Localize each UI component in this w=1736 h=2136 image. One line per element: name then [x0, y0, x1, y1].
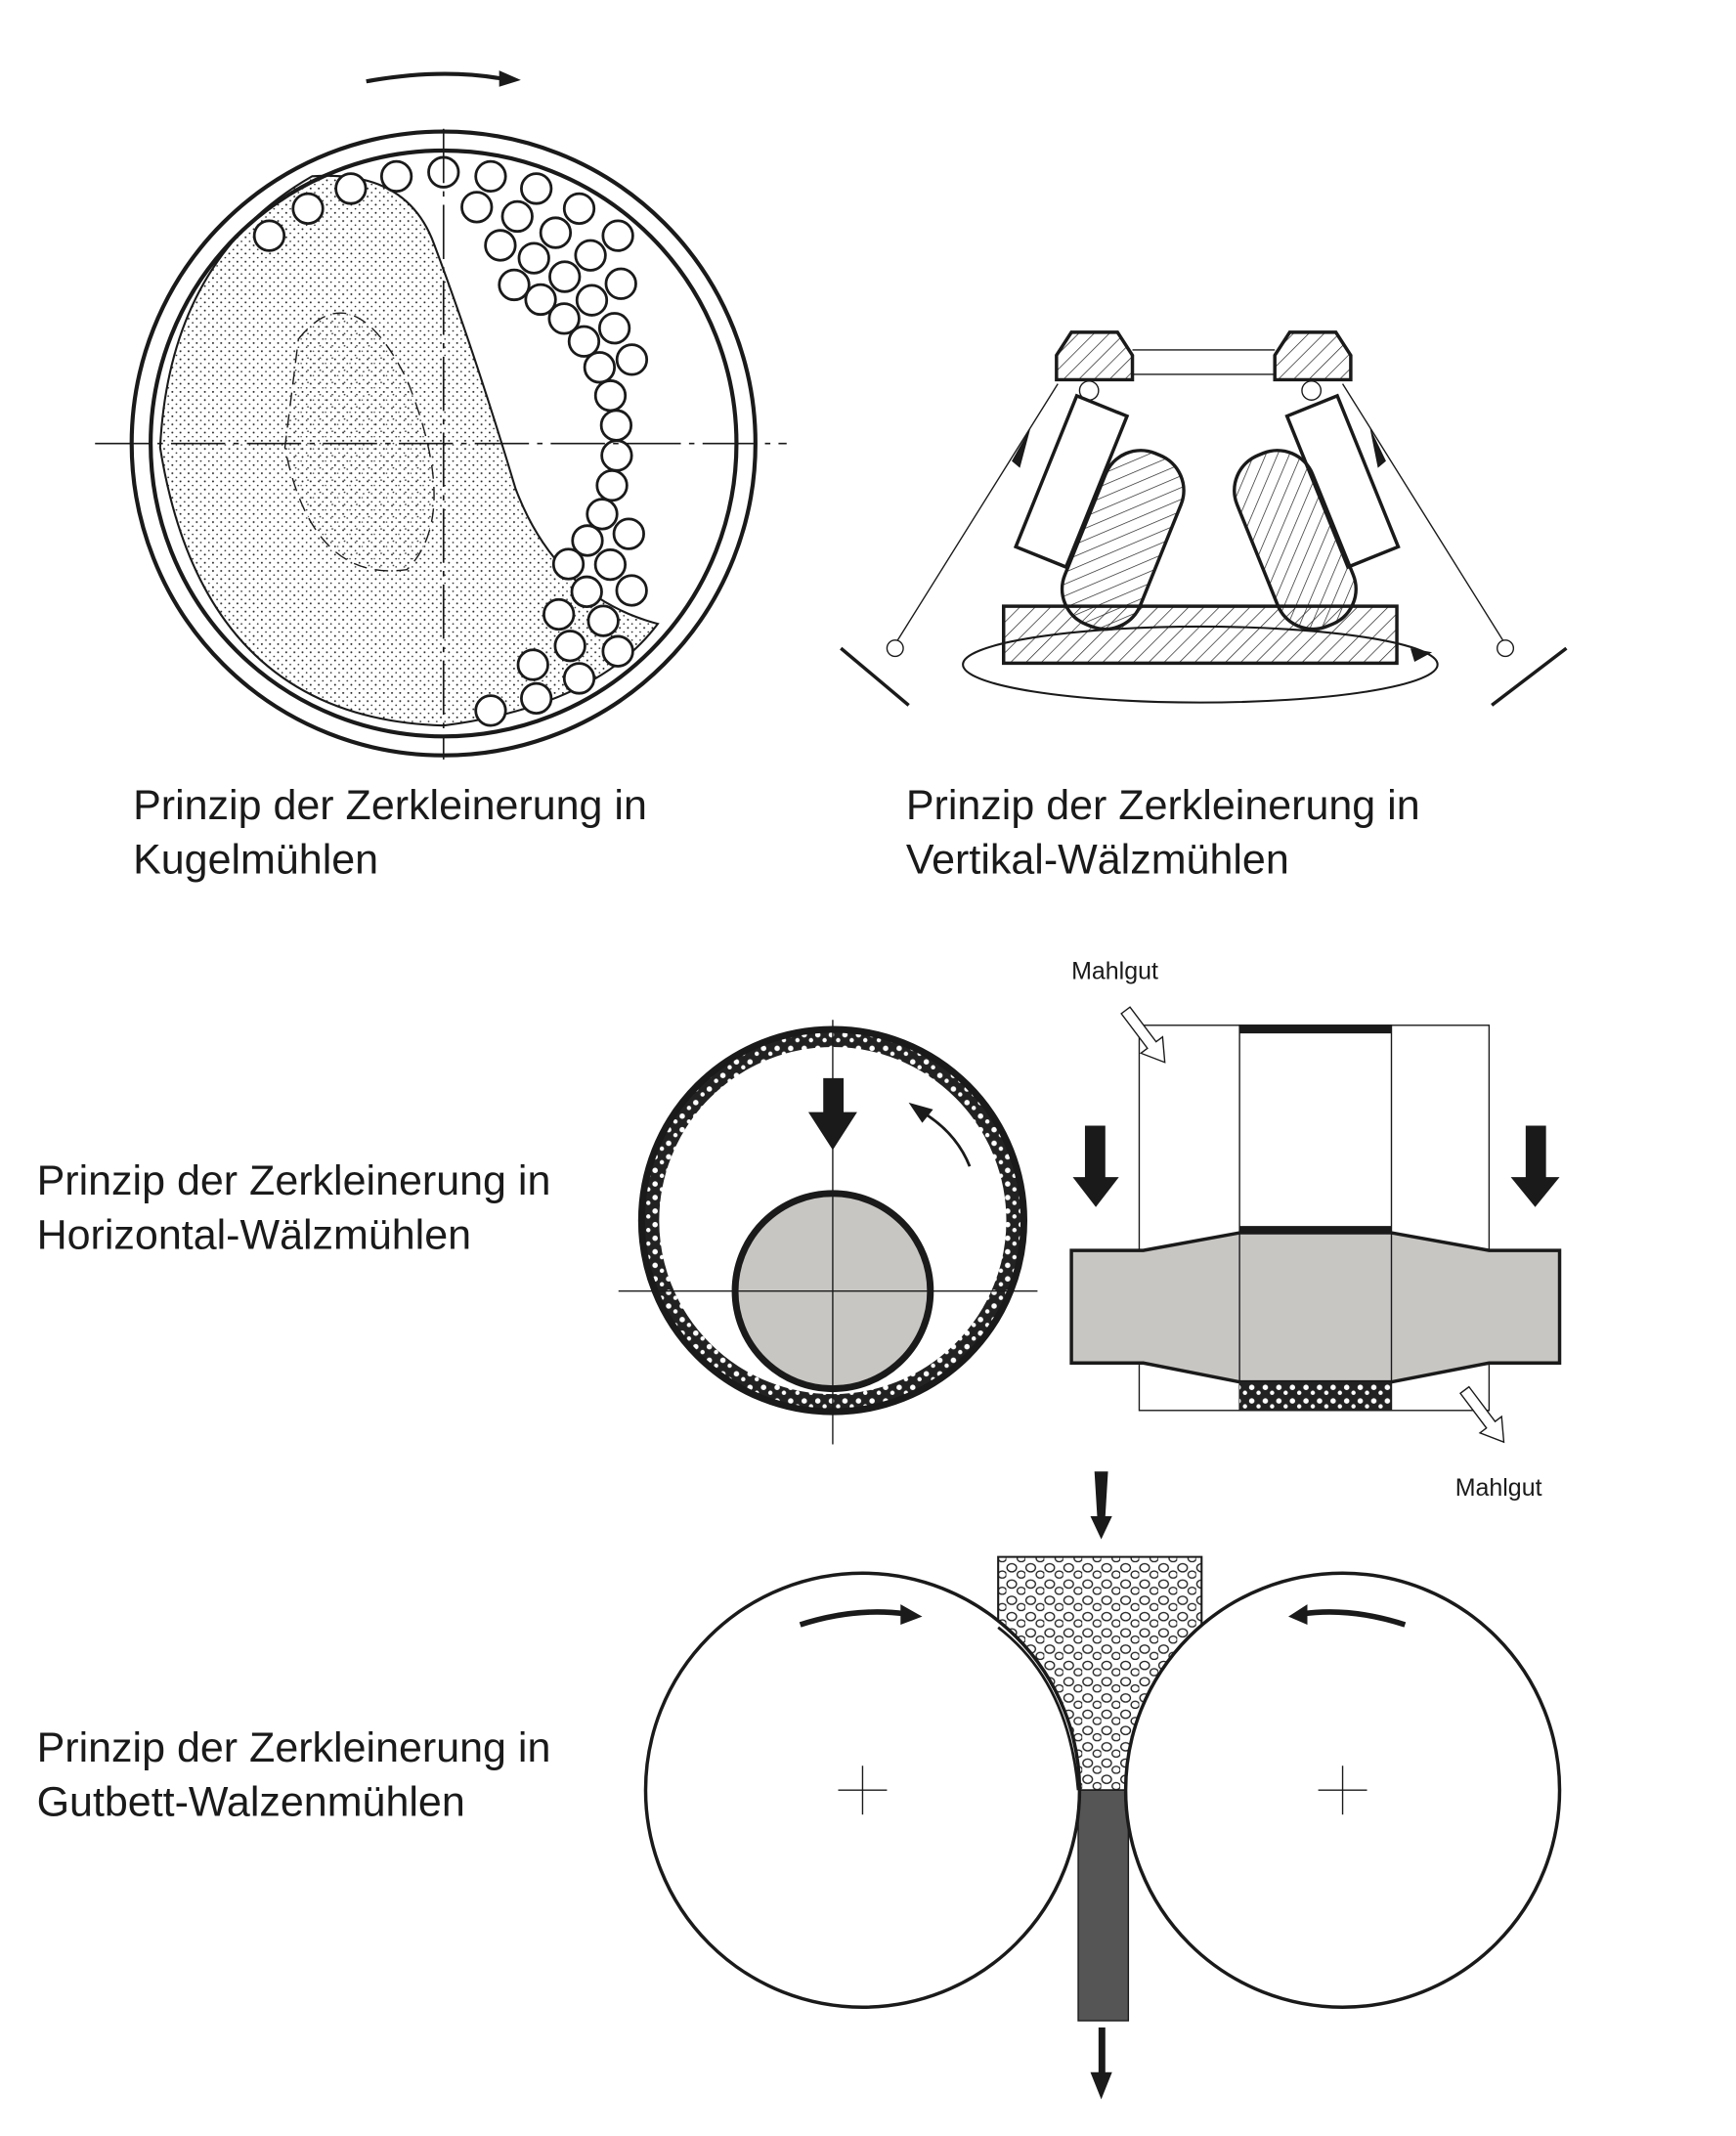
- discharge-arrow-icon: [1090, 2027, 1112, 2100]
- grinding-ball: [574, 239, 607, 272]
- ball-mill-caption-line1: Prinzip der Zerkleinerung in: [133, 782, 647, 829]
- grinding-ball: [595, 468, 629, 502]
- grinding-ball: [612, 517, 645, 550]
- grinding-ball: [593, 379, 628, 413]
- rotation-arrow-icon: [366, 71, 502, 84]
- vertical-mill-caption-line2: Vertikal-Wälzmühlen: [906, 836, 1289, 883]
- horizontal-mill-caption-line1: Prinzip der Zerkleinerung in: [37, 1157, 551, 1204]
- grinding-ball: [551, 547, 586, 581]
- grinding-ball: [520, 681, 553, 716]
- grinding-ball: [586, 604, 620, 637]
- roller-press-caption-line2: Gutbett-Walzenmühlen: [37, 1779, 465, 1826]
- grinding-ball: [575, 283, 609, 317]
- grinding-ball: [500, 199, 534, 234]
- feed-arrow-icon: [1120, 1006, 1166, 1064]
- grinding-ball: [517, 241, 550, 275]
- grinding-ball: [599, 409, 633, 442]
- roller-press-diagram: Prinzip der Zerkleinerung in Gutbett-Wal…: [37, 1471, 1562, 2100]
- grinding-ball: [542, 597, 576, 632]
- grinding-ball: [484, 229, 517, 262]
- grinding-ball: [601, 219, 634, 252]
- grinding-ball: [600, 439, 633, 472]
- compacted-flake: [1077, 1789, 1130, 2022]
- grinding-ball: [583, 351, 617, 384]
- grinding-ball: [604, 267, 637, 300]
- rotation-arrow-icon: [799, 1609, 907, 1628]
- grinding-ball: [601, 634, 634, 668]
- grinding-ball: [539, 216, 573, 249]
- discharge-label: Mahlgut: [1455, 1474, 1542, 1502]
- vertical-mill-caption-line1: Prinzip der Zerkleinerung in: [906, 782, 1420, 829]
- roller-press-caption-line1: Prinzip der Zerkleinerung in: [37, 1724, 551, 1771]
- grinding-ball: [615, 343, 649, 376]
- ball-mill-caption-line2: Kugelmühlen: [133, 836, 378, 883]
- grinding-ball: [586, 498, 619, 531]
- grinding-ball: [474, 694, 507, 727]
- horizontal-mill-diagram: Mahlgut Mahlgut Prinzip der Zerkleinerun…: [37, 958, 1562, 1502]
- grinding-ball: [615, 574, 648, 607]
- rotation-arrow-icon: [921, 1111, 972, 1167]
- grinding-balls: [252, 155, 649, 727]
- discharge-arrow-icon: [1459, 1385, 1505, 1444]
- grinding-ball: [291, 192, 325, 226]
- force-arrow-icon: [1510, 1125, 1560, 1207]
- feed-label: Mahlgut: [1071, 958, 1158, 985]
- grinding-ball: [498, 268, 531, 302]
- grinding-ball: [547, 302, 581, 335]
- grinding-ball: [548, 260, 582, 293]
- grinding-ball: [562, 192, 596, 226]
- grinding-ball: [520, 172, 553, 205]
- force-arrow-icon: [1072, 1125, 1119, 1207]
- force-arrow-icon: [807, 1077, 857, 1151]
- horizontal-mill-caption-line2: Horizontal-Wälzmühlen: [37, 1212, 472, 1259]
- rotation-arrow-icon: [1301, 1609, 1407, 1628]
- grinding-ball: [334, 172, 368, 205]
- grinding-ball: [460, 191, 494, 224]
- grinding-ball: [567, 325, 601, 358]
- grinding-ball: [379, 159, 413, 194]
- ball-mill-diagram: Prinzip der Zerkleinerung in Kugelmühlen: [95, 70, 787, 883]
- grinding-ball: [597, 312, 631, 345]
- grinding-ball: [593, 547, 628, 582]
- grinding-ball: [570, 575, 603, 608]
- grinding-ball: [516, 648, 549, 681]
- grinding-ball: [571, 524, 604, 557]
- grinding-ball: [474, 159, 507, 194]
- grinding-ball: [553, 630, 586, 663]
- feed-arrow-icon: [1090, 1471, 1112, 1540]
- grinding-ball: [252, 219, 286, 252]
- grinding-ball: [562, 662, 596, 695]
- grinding-ball: [524, 283, 557, 317]
- vertical-mill-diagram: Prinzip der Zerkleinerung in Vertikal-Wä…: [840, 330, 1568, 883]
